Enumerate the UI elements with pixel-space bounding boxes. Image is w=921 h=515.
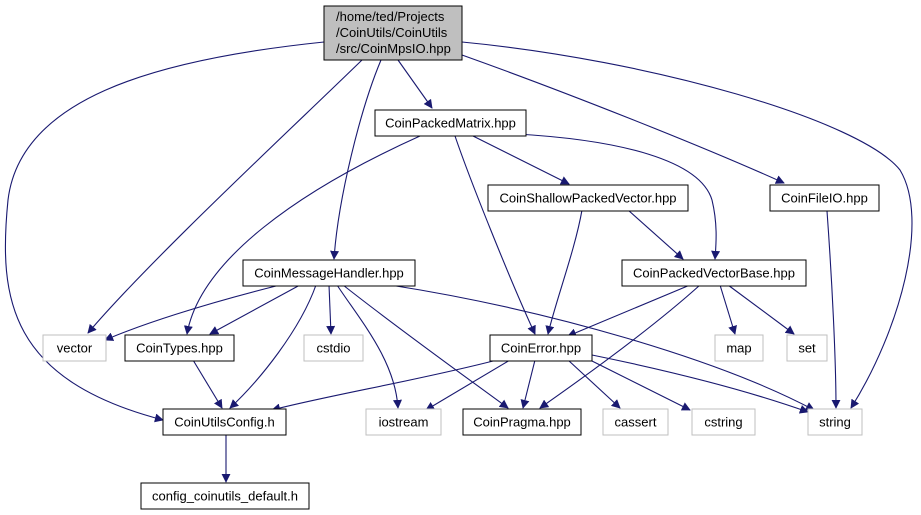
edge-message-handler-to-string <box>389 284 815 411</box>
root-label-line-3: /src/CoinMpsIO.hpp <box>336 41 451 56</box>
node-coin-packed-vector-base[interactable]: CoinPackedVectorBase.hpp <box>621 259 807 287</box>
edge-message-handler-to-iostream <box>336 284 402 409</box>
edge-error-to-string <box>591 354 809 414</box>
vector-label: vector <box>57 341 93 356</box>
root-label-line-2: /CoinUtils/CoinUtils <box>336 25 448 40</box>
edge-root-to-utils-config <box>4 41 325 423</box>
coin-packed-matrix-label: CoinPackedMatrix.hpp <box>385 116 516 131</box>
node-iostream[interactable]: iostream <box>365 408 442 436</box>
edge-message-handler-to-vector <box>104 284 281 341</box>
edge-error-to-utils-config <box>271 359 498 413</box>
edge-packed-matrix-to-vector-base <box>516 133 721 260</box>
edge-vector-base-to-set <box>727 284 795 335</box>
node-config-coinutils-default[interactable]: config_coinutils_default.h <box>140 482 310 510</box>
set-label: set <box>798 341 816 356</box>
node-coin-types[interactable]: CoinTypes.hpp <box>124 334 235 362</box>
coin-shallow-packed-vector-label: CoinShallowPackedVector.hpp <box>499 191 676 206</box>
node-coin-packed-matrix[interactable]: CoinPackedMatrix.hpp <box>374 109 527 137</box>
edge-root-to-packed-matrix <box>397 59 433 109</box>
node-vector[interactable]: vector <box>42 334 107 362</box>
coin-utils-config-label: CoinUtilsConfig.h <box>174 415 274 430</box>
edge-packed-matrix-to-shallow <box>472 135 570 185</box>
node-cstring[interactable]: cstring <box>691 408 756 436</box>
edge-message-handler-to-utils-config <box>229 284 317 409</box>
node-set[interactable]: set <box>786 334 828 362</box>
cstdio-label: cstdio <box>317 341 351 356</box>
node-coin-shallow-packed-vector[interactable]: CoinShallowPackedVector.hpp <box>487 184 689 212</box>
edge-message-handler-to-pragma <box>342 284 509 409</box>
edge-packed-matrix-to-error <box>454 135 536 335</box>
coin-error-label: CoinError.hpp <box>501 341 581 356</box>
string-label: string <box>819 415 851 430</box>
edge-vector-base-to-error <box>567 284 691 338</box>
coin-message-handler-label: CoinMessageHandler.hpp <box>254 266 404 281</box>
edge-packed-matrix-to-types <box>183 135 421 335</box>
coin-pragma-label: CoinPragma.hpp <box>473 415 571 430</box>
node-root-file[interactable]: /home/ted/Projects /CoinUtils/CoinUtils … <box>323 5 463 61</box>
node-coin-error[interactable]: CoinError.hpp <box>489 334 593 362</box>
edge-root-to-file-io <box>461 54 785 184</box>
coin-packed-vector-base-label: CoinPackedVectorBase.hpp <box>633 266 795 281</box>
node-coin-pragma[interactable]: CoinPragma.hpp <box>462 408 582 436</box>
dependency-nodes: /home/ted/Projects /CoinUtils/CoinUtils … <box>42 5 880 510</box>
edge-error-to-cstring <box>589 359 691 411</box>
edge-error-to-pragma <box>520 359 536 409</box>
edge-root-to-message-handler <box>330 59 382 260</box>
edge-shallow-to-error <box>545 209 583 335</box>
node-coin-utils-config[interactable]: CoinUtilsConfig.h <box>162 408 287 436</box>
edge-message-handler-to-types <box>209 284 301 335</box>
coin-file-io-label: CoinFileIO.hpp <box>781 191 868 206</box>
edge-vector-base-to-pragma <box>539 284 701 409</box>
edge-error-to-cassert <box>567 359 621 409</box>
cassert-label: cassert <box>615 415 657 430</box>
coin-types-label: CoinTypes.hpp <box>136 341 223 356</box>
map-label: map <box>726 341 751 356</box>
root-label-line-1: /home/ted/Projects <box>336 9 445 24</box>
edge-shallow-to-vector-base <box>627 209 684 260</box>
config-coinutils-default-label: config_coinutils_default.h <box>152 489 298 504</box>
edge-root-to-vector <box>87 59 363 334</box>
node-map[interactable]: map <box>714 334 764 362</box>
node-coin-message-handler[interactable]: CoinMessageHandler.hpp <box>242 259 416 287</box>
edge-vector-base-to-map <box>719 284 737 335</box>
node-string[interactable]: string <box>807 408 863 436</box>
edge-root-to-string <box>461 41 913 409</box>
node-cassert[interactable]: cassert <box>602 408 669 436</box>
node-coin-file-io[interactable]: CoinFileIO.hpp <box>769 184 880 212</box>
edge-types-to-utils-config <box>192 359 223 409</box>
node-cstdio[interactable]: cstdio <box>303 334 364 362</box>
edge-message-handler-to-cstdio <box>326 284 336 335</box>
edge-file-io-to-string <box>826 210 841 409</box>
dependency-edges <box>4 41 913 483</box>
iostream-label: iostream <box>379 415 429 430</box>
edge-error-to-iostream <box>425 359 511 411</box>
cstring-label: cstring <box>704 415 742 430</box>
